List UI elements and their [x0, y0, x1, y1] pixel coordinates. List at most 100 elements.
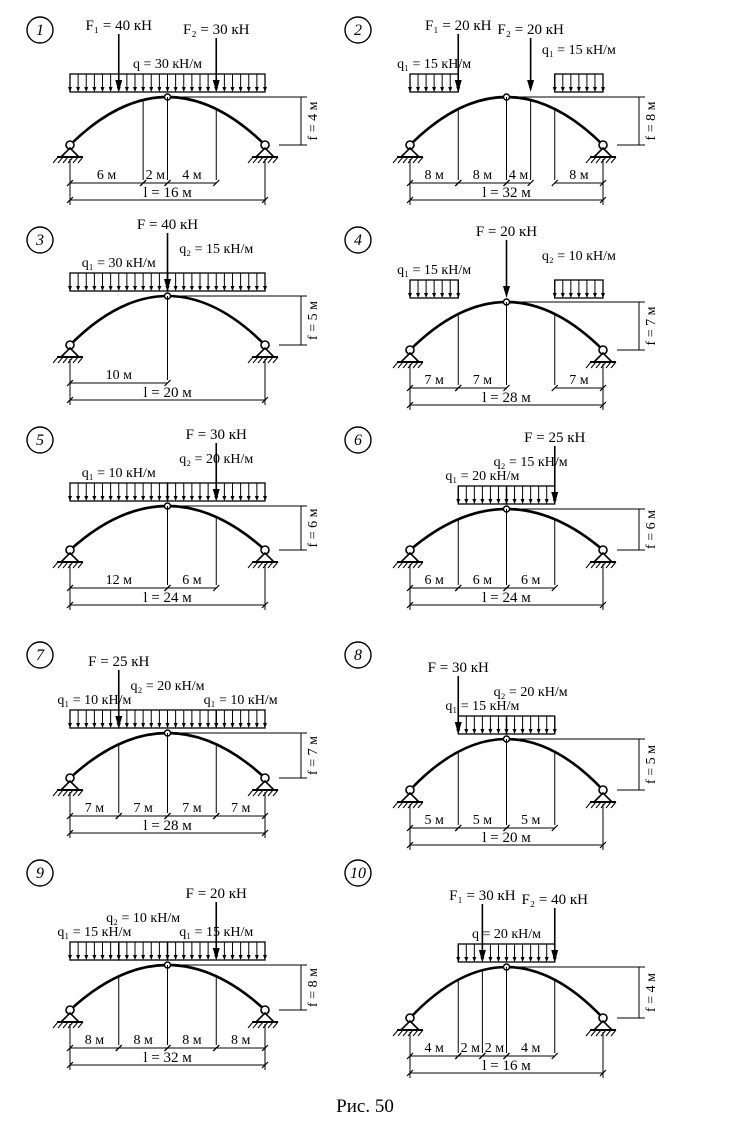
- distributed-load: [408, 279, 461, 299]
- load-arrow-head: [584, 293, 589, 298]
- load-arrow-head: [254, 496, 259, 501]
- support-hatch: [52, 356, 59, 364]
- load-arrow-head: [76, 496, 81, 501]
- support-hatch: [585, 1029, 592, 1037]
- load-arrow-head: [165, 955, 170, 960]
- support-hatch: [412, 361, 419, 369]
- support-hatch: [595, 801, 602, 809]
- load-arrow-head: [108, 496, 113, 501]
- dim-tick: [599, 179, 607, 187]
- support-hatch: [397, 801, 404, 809]
- load-arrow-head: [198, 955, 202, 960]
- support-left: [52, 1005, 84, 1029]
- load-arrow-head: [100, 723, 105, 728]
- load-arrow-head: [206, 723, 211, 728]
- support-hatch: [605, 801, 612, 809]
- load-arrow-head: [92, 723, 97, 728]
- support-hatch: [397, 361, 404, 369]
- dim-tick: [164, 584, 171, 592]
- load-arrow-head: [189, 286, 194, 291]
- support-hatch: [605, 156, 612, 164]
- dim-tick: [164, 179, 171, 187]
- support-hatch: [417, 1029, 424, 1037]
- load-arrow-head: [263, 87, 267, 92]
- distributed-load: [552, 73, 605, 93]
- scheme-number: 5: [36, 432, 44, 449]
- support-left: [392, 1013, 424, 1037]
- segment-label: 4 м: [521, 1041, 541, 1056]
- dim-tick: [261, 829, 269, 837]
- dim-tick: [503, 824, 510, 832]
- load-arrow-head: [520, 957, 525, 962]
- point-force-label: F = 25 кН: [524, 430, 585, 446]
- dim-tick: [164, 379, 171, 387]
- load-arrow-head: [536, 957, 541, 962]
- dim-tick: [503, 584, 510, 592]
- load-arrow-head: [552, 293, 557, 298]
- load-arrow-head: [68, 87, 72, 92]
- support-hatch: [72, 561, 79, 569]
- dim-tick: [66, 196, 74, 204]
- load-arrow-head: [520, 729, 525, 734]
- load-arrow-head: [480, 499, 485, 504]
- load-arrow-head: [108, 87, 113, 92]
- scheme-number: 3: [35, 232, 44, 249]
- load-arrow-head: [68, 496, 72, 501]
- span-label: l = 32 м: [482, 185, 531, 201]
- support-hatch: [397, 1029, 404, 1037]
- support-hatch: [590, 801, 597, 809]
- support-hatch: [605, 361, 612, 369]
- distributed-load: [408, 73, 461, 93]
- support-hatch: [62, 356, 69, 364]
- point-force-head: [212, 948, 220, 960]
- support-hatch: [402, 361, 409, 369]
- distributed-load-label: q₁ = 10 кН/м: [82, 466, 156, 481]
- support-triangle: [255, 346, 275, 358]
- load-arrow-head: [76, 87, 81, 92]
- load-arrow-head: [416, 87, 421, 92]
- support-hatch: [610, 156, 617, 164]
- support-hatch: [252, 789, 259, 797]
- load-arrow-head: [198, 286, 202, 291]
- dim-tick: [406, 179, 414, 187]
- support-hatch: [247, 1021, 254, 1029]
- point-force-head: [454, 722, 462, 734]
- load-arrow-head: [84, 723, 89, 728]
- support-hatch: [77, 561, 84, 569]
- point-force-head: [503, 286, 510, 298]
- scheme-number: 6: [354, 432, 362, 449]
- load-arrow-head: [189, 955, 194, 960]
- support-triangle: [255, 551, 275, 563]
- load-arrow-head: [165, 87, 170, 92]
- support-hatch: [62, 156, 69, 164]
- support-hatch: [57, 356, 64, 364]
- dim-tick: [406, 401, 414, 409]
- dim-tick: [406, 196, 414, 204]
- load-arrow-head: [536, 499, 541, 504]
- load-arrow-head: [84, 286, 89, 291]
- load-arrow-head: [230, 955, 235, 960]
- point-force-head: [115, 80, 123, 92]
- load-arrow-head: [512, 957, 517, 962]
- load-arrow-head: [246, 286, 251, 291]
- rise-label: f = 7 м: [306, 736, 321, 775]
- support-right: [585, 1013, 617, 1037]
- point-force-head: [527, 80, 535, 92]
- load-arrow-head: [520, 499, 525, 504]
- load-arrow-head: [189, 723, 194, 728]
- dim-tick: [406, 1052, 414, 1060]
- support-hatch: [247, 356, 254, 364]
- load-arrow-head: [133, 87, 137, 92]
- load-arrow-head: [181, 723, 186, 728]
- load-arrow-head: [528, 957, 533, 962]
- support-hatch: [605, 561, 612, 569]
- scheme-number: 2: [354, 22, 362, 39]
- point-force-label: F = 30 кН: [428, 660, 489, 676]
- segment-label: 8 м: [182, 1033, 202, 1048]
- load-arrow-head: [165, 496, 170, 501]
- support-hatch: [52, 561, 59, 569]
- load-arrow-head: [246, 955, 251, 960]
- support-triangle: [593, 1019, 613, 1031]
- load-arrow-head: [601, 293, 605, 298]
